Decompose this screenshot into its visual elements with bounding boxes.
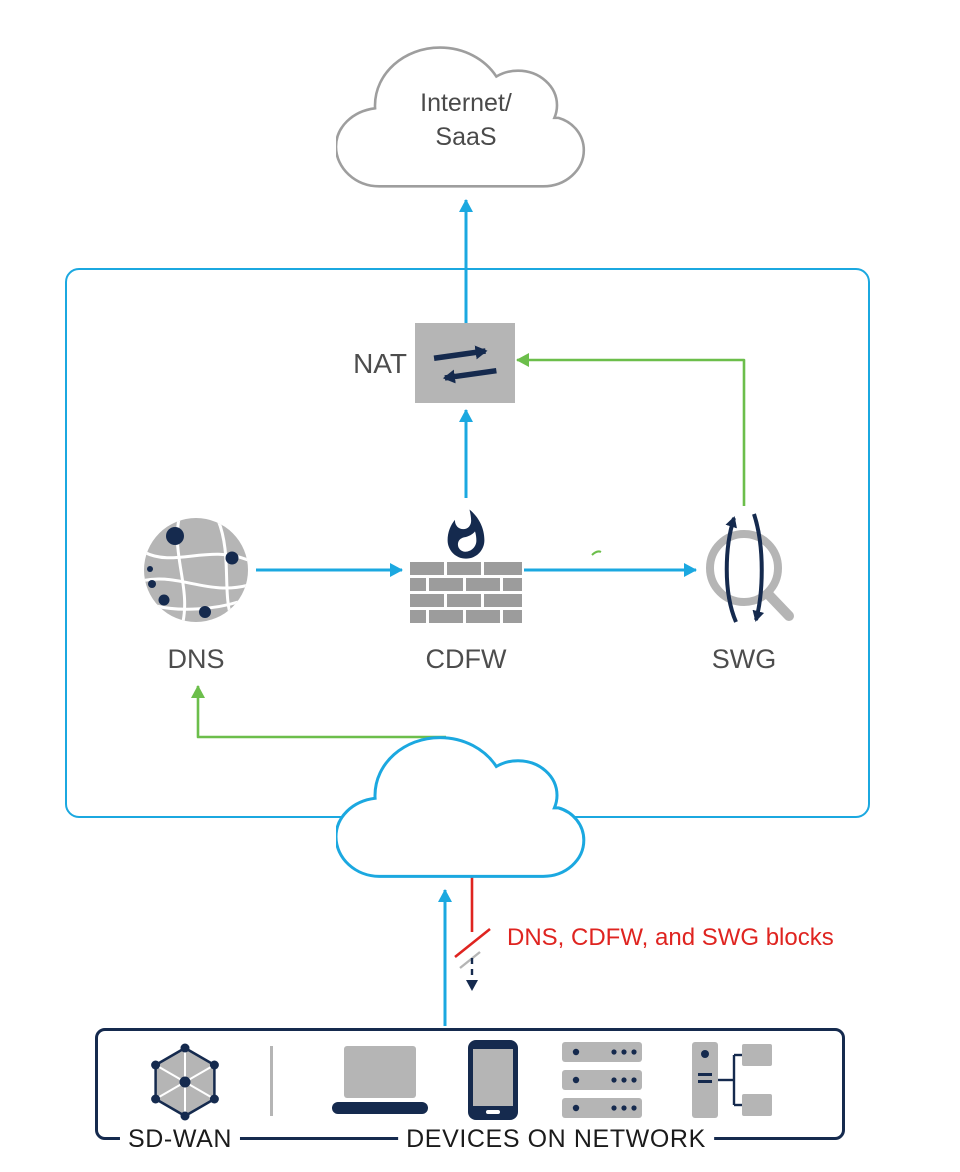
nat-label: NAT [353, 348, 407, 379]
internet-cloud-label-line1: Internet/ [420, 89, 512, 117]
block-slash-gray [459, 951, 481, 969]
server-stack-icon [562, 1042, 642, 1118]
phone-icon [468, 1040, 518, 1120]
dns-label: DNS [167, 644, 225, 674]
block-slash-red [454, 927, 491, 959]
nat-node [415, 323, 515, 403]
workstation-network-icon [692, 1042, 772, 1118]
sdwan-label: SD-WAN [119, 1126, 241, 1152]
devices-on-network-label: DEVICES ON NETWORK [398, 1126, 714, 1152]
swg-proxy-icon [706, 513, 794, 623]
swap-arrows-icon [433, 345, 497, 384]
laptop-icon [332, 1046, 428, 1114]
dns-globe-icon [144, 518, 248, 622]
internet-cloud-label: Internet/ SaaS [366, 86, 566, 154]
cdfw-firewall-icon [410, 509, 522, 623]
secure-cloud-icon [336, 726, 596, 911]
internet-cloud-label-line2: SaaS [435, 123, 497, 151]
swg-label: SWG [711, 644, 777, 674]
block-note: DNS, CDFW, and SWG blocks [507, 924, 834, 951]
internet-cloud-icon [336, 36, 596, 221]
sdwan-mesh-icon [151, 1043, 219, 1121]
devices-divider [270, 1046, 273, 1116]
cdfw-label: CDFW [425, 644, 507, 674]
